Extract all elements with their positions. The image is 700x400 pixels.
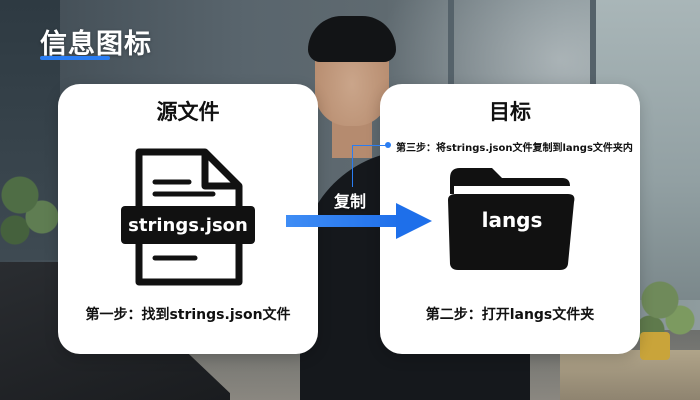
folder-icon xyxy=(448,168,575,270)
source-card-heading: 源文件 xyxy=(156,100,220,124)
arrow-right-icon xyxy=(286,203,432,239)
copy-label: 复制 xyxy=(334,192,367,211)
background-plant-left xyxy=(0,165,60,255)
page-title: 信息图标 xyxy=(40,29,152,60)
source-card-caption: 第一步：找到strings.json文件 xyxy=(85,307,291,323)
background-plant-pot xyxy=(640,332,670,360)
filename-label: strings.json xyxy=(121,206,255,244)
background-person-hair xyxy=(308,16,396,62)
annotation-connector xyxy=(352,145,386,187)
source-card: 源文件 strings.json 第一步：找到strings.json文件 xyxy=(58,84,318,354)
target-card-heading: 目标 xyxy=(489,100,531,124)
target-card-caption: 第二步：打开langs文件夹 xyxy=(425,307,595,323)
folder-label: langs xyxy=(481,208,543,232)
title-underline xyxy=(40,56,110,60)
step3-note: 第三步：将strings.json文件复制到langs文件夹内 xyxy=(396,143,633,154)
annotation-dot xyxy=(385,142,391,148)
